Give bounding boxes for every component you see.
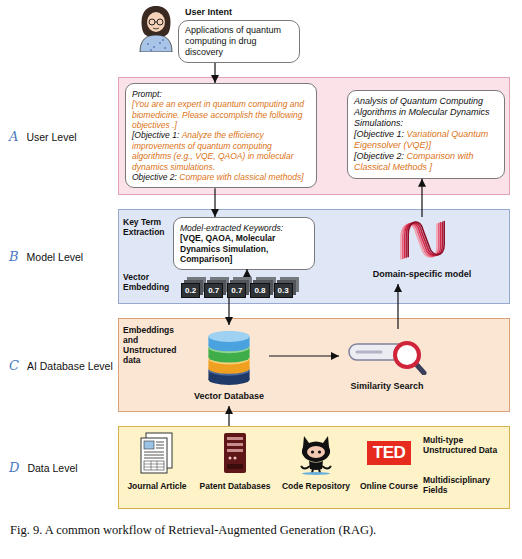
text-line: Objective 2:Compare with classical metho… bbox=[132, 172, 310, 182]
text-line: Similarity Search bbox=[339, 375, 435, 393]
node-text: Vector Database bbox=[194, 391, 264, 401]
node-text: Applications of quantum computing in dru… bbox=[185, 25, 281, 57]
source-node: Patent Databases bbox=[195, 427, 275, 496]
text-line: C AI Database Level bbox=[9, 356, 111, 374]
text-line: [Objective 1:Analyze the efficiency impr… bbox=[132, 130, 310, 171]
node-text: 0.3 bbox=[274, 283, 293, 298]
node-text: Domain-specific model bbox=[373, 269, 472, 279]
doc-icon bbox=[121, 431, 193, 475]
node-text: Model Level bbox=[27, 251, 84, 263]
node-text: 0.7 bbox=[204, 283, 223, 298]
figure-caption: Fig. 9. A common workflow of Retrieval-A… bbox=[10, 523, 376, 538]
node-text: C bbox=[9, 358, 19, 373]
step-label: Key Term Extraction bbox=[123, 217, 173, 237]
text-line: Vector Database bbox=[189, 385, 269, 403]
step-label: Embeddings and Unstructured data bbox=[123, 325, 187, 365]
text-line: A User Level bbox=[9, 127, 111, 145]
node-text: Journal Article bbox=[127, 481, 186, 491]
text-line: Code Repository bbox=[277, 475, 355, 493]
node-text: D bbox=[9, 460, 19, 475]
text-line: [VQE, QAOA, Molecular Dynamics Simulatio… bbox=[180, 233, 308, 264]
keyword-box: Model-extracted Keywords:[VQE, QAOA, Mol… bbox=[173, 217, 315, 270]
node-text: [Objective 2: bbox=[354, 151, 404, 161]
node-text: Data Level bbox=[27, 462, 77, 474]
node-text: B bbox=[9, 249, 19, 264]
level-band: AUser LevelPrompt:[You are an expert in … bbox=[118, 77, 510, 195]
text-line: User Intent bbox=[185, 7, 232, 18]
node-text: 0.2 bbox=[181, 283, 200, 298]
text-line: [Objective 2:Comparison with Classical M… bbox=[354, 151, 498, 173]
prompt-box: Prompt:[You are an expert in quantum com… bbox=[125, 83, 317, 188]
text-line: Domain-specific model bbox=[361, 263, 483, 281]
embedding-vector: 0.2 0.7 0.7 0.8 0.3 bbox=[181, 276, 313, 298]
model-icon bbox=[361, 219, 483, 263]
text-line: [You are an expert in quantum computing … bbox=[132, 99, 310, 130]
search-node: Similarity Search bbox=[339, 329, 435, 396]
text-line: Applications of quantum computing in dru… bbox=[185, 25, 293, 58]
text-line: Journal Article bbox=[121, 475, 193, 493]
node-text: Analysis of Quantum Computing Algorithms… bbox=[354, 96, 490, 128]
user-avatar bbox=[136, 4, 176, 52]
node-text: 0.7 bbox=[227, 283, 246, 298]
search-symbol bbox=[347, 331, 427, 375]
server-symbol bbox=[213, 431, 257, 475]
node-text: Objective 2: bbox=[132, 172, 177, 182]
text-line: Patent Databases bbox=[195, 475, 275, 493]
node-text: [You are an expert in quantum computing … bbox=[132, 99, 304, 130]
node-text: AI Database Level bbox=[27, 360, 113, 372]
db-symbol bbox=[202, 327, 256, 385]
text-line: Analysis of Quantum Computing Algorithms… bbox=[354, 96, 498, 129]
output-box: Analysis of Quantum Computing Algorithms… bbox=[347, 90, 505, 179]
side-note: Multi-type Unstructured Data bbox=[423, 435, 507, 455]
node-text: [Objective 1: bbox=[354, 129, 404, 139]
step-label: Vector Embedding bbox=[123, 272, 173, 292]
node-text: User Intent bbox=[185, 7, 232, 17]
node-text: Similarity Search bbox=[350, 381, 423, 391]
db-icon bbox=[189, 327, 269, 385]
node-text: Code Repository bbox=[282, 481, 350, 491]
search-icon bbox=[339, 331, 435, 375]
node-text: Prompt: bbox=[132, 89, 162, 99]
node-text: Model-extracted Keywords: bbox=[180, 223, 283, 233]
level-band: BModel LevelModel-extracted Keywords:[VQ… bbox=[118, 209, 510, 304]
node-text: A bbox=[9, 129, 18, 144]
level-band: CAI Database LevelVector DatabaseSimilar… bbox=[118, 318, 510, 412]
node-text: User Level bbox=[26, 131, 76, 143]
side-note: Multidisciplinary Fields bbox=[423, 475, 507, 495]
model-symbol bbox=[397, 219, 447, 263]
node-text: [Objective 1: bbox=[132, 130, 179, 140]
logo-text: TED bbox=[367, 441, 411, 465]
text-line: B Model Level bbox=[9, 247, 111, 265]
text-line: Prompt: bbox=[132, 89, 310, 99]
text-line: 0.2 0.7 0.7 0.8 0.3 bbox=[181, 276, 313, 298]
level-band: DData LevelJournal ArticlePatent Databas… bbox=[118, 426, 510, 509]
git-icon bbox=[277, 431, 355, 475]
text-line: D Data Level bbox=[9, 458, 111, 476]
source-node: Journal Article bbox=[121, 427, 193, 496]
node-text: Compare with classical methods] bbox=[179, 172, 303, 182]
text-line: Online Course bbox=[355, 475, 423, 493]
intent-box: User IntentApplications of quantum compu… bbox=[178, 20, 300, 63]
database-node: Vector Database bbox=[189, 325, 269, 406]
source-node: Code Repository bbox=[277, 427, 355, 496]
text-line: Model-extracted Keywords: bbox=[180, 223, 308, 233]
doc-symbol bbox=[135, 431, 179, 475]
node-text: 0.8 bbox=[250, 283, 269, 298]
model-node: Domain-specific model bbox=[361, 217, 483, 284]
node-text: Patent Databases bbox=[200, 481, 271, 491]
server-icon bbox=[195, 431, 275, 475]
node-text: Online Course bbox=[360, 481, 418, 491]
git-symbol bbox=[294, 431, 338, 475]
text-line: [Objective 1:Variational Quantum Eigenso… bbox=[354, 129, 498, 151]
node-text: [VQE, QAOA, Molecular Dynamics Simulatio… bbox=[180, 233, 275, 264]
source-node: Online Course TED bbox=[355, 427, 423, 496]
